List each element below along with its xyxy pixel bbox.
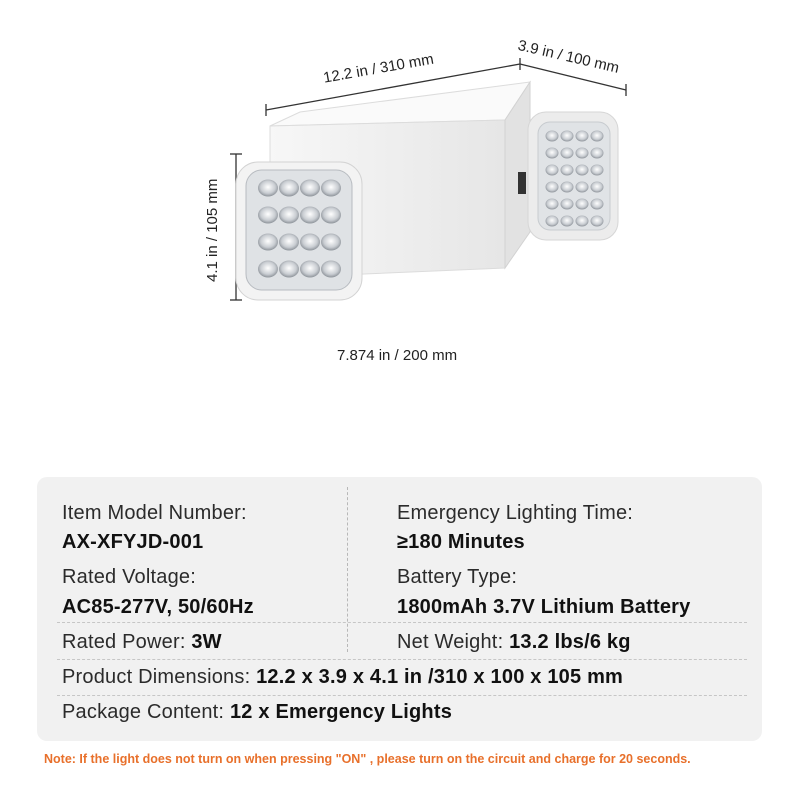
led-icon bbox=[545, 164, 559, 176]
led-icon bbox=[560, 198, 574, 210]
product-dimensions-label: Product Dimensions: bbox=[62, 666, 251, 688]
led-array bbox=[545, 130, 604, 227]
lighting-time-label: Emergency Lighting Time: bbox=[397, 502, 634, 524]
package-content-value: 12 x Emergency Lights bbox=[229, 701, 453, 723]
led-icon bbox=[590, 130, 604, 142]
row-divider bbox=[57, 622, 747, 623]
rated-power-row: Rated Power: 3W bbox=[62, 631, 222, 654]
led-icon bbox=[545, 198, 559, 210]
led-icon bbox=[258, 179, 278, 197]
product-dimensions-value: 12.2 x 3.9 x 4.1 in /310 x 100 x 105 mm bbox=[256, 666, 624, 688]
led-icon bbox=[279, 233, 299, 251]
voltage-value: AC85-277V, 50/60Hz bbox=[62, 596, 254, 618]
led-icon bbox=[300, 233, 320, 251]
led-icon bbox=[590, 198, 604, 210]
rated-power-label: Rated Power: bbox=[62, 631, 186, 653]
led-icon bbox=[279, 179, 299, 197]
net-weight-value: 13.2 lbs/6 kg bbox=[509, 631, 631, 653]
net-weight-label: Net Weight: bbox=[397, 631, 504, 653]
led-icon bbox=[321, 179, 341, 197]
led-icon bbox=[560, 130, 574, 142]
led-icon bbox=[590, 147, 604, 159]
led-icon bbox=[560, 164, 574, 176]
led-icon bbox=[321, 233, 341, 251]
led-icon bbox=[545, 147, 559, 159]
led-icon bbox=[300, 260, 320, 278]
lighting-time-value: ≥180 Minutes bbox=[397, 531, 525, 553]
led-icon bbox=[279, 206, 299, 224]
led-icon bbox=[545, 181, 559, 193]
model-value: AX-XFYJD-001 bbox=[62, 531, 204, 553]
package-content-row: Package Content: 12 x Emergency Lights bbox=[62, 701, 452, 724]
led-icon bbox=[575, 164, 589, 176]
column-divider bbox=[347, 487, 348, 652]
package-content-label: Package Content: bbox=[62, 701, 225, 723]
voltage-label: Rated Voltage: bbox=[62, 566, 197, 588]
led-icon bbox=[590, 181, 604, 193]
led-icon bbox=[575, 198, 589, 210]
depth-dimension-line bbox=[519, 63, 627, 96]
led-icon bbox=[545, 130, 559, 142]
led-icon bbox=[575, 181, 589, 193]
row-divider bbox=[57, 695, 747, 696]
led-icon bbox=[560, 215, 574, 227]
hole-spacing-label: 7.874 in / 200 mm bbox=[337, 347, 458, 364]
led-icon bbox=[300, 179, 320, 197]
led-icon bbox=[590, 164, 604, 176]
led-icon bbox=[258, 260, 278, 278]
battery-type-value: 1800mAh 3.7V Lithium Battery bbox=[397, 596, 691, 618]
led-icon bbox=[575, 147, 589, 159]
led-icon bbox=[321, 260, 341, 278]
left-lamp-head bbox=[235, 161, 363, 301]
specs-panel bbox=[37, 477, 762, 741]
led-icon bbox=[300, 206, 320, 224]
led-icon bbox=[575, 215, 589, 227]
led-icon bbox=[560, 181, 574, 193]
model-label: Item Model Number: bbox=[62, 502, 247, 524]
led-icon bbox=[575, 130, 589, 142]
battery-type-label: Battery Type: bbox=[397, 566, 518, 588]
product-dimensions-row: Product Dimensions: 12.2 x 3.9 x 4.1 in … bbox=[62, 666, 623, 689]
rated-power-value: 3W bbox=[191, 631, 222, 653]
row-divider bbox=[57, 659, 747, 660]
led-icon bbox=[258, 206, 278, 224]
led-icon bbox=[545, 215, 559, 227]
net-weight-row: Net Weight: 13.2 lbs/6 kg bbox=[397, 631, 631, 654]
led-icon bbox=[560, 147, 574, 159]
led-icon bbox=[258, 233, 278, 251]
charging-note: Note: If the light does not turn on when… bbox=[44, 752, 691, 766]
led-icon bbox=[279, 260, 299, 278]
led-icon bbox=[321, 206, 341, 224]
product-front-illustration bbox=[230, 58, 627, 301]
height-dimension-label: 4.1 in / 105 mm bbox=[204, 178, 221, 282]
led-icon bbox=[590, 215, 604, 227]
led-array bbox=[258, 179, 341, 278]
